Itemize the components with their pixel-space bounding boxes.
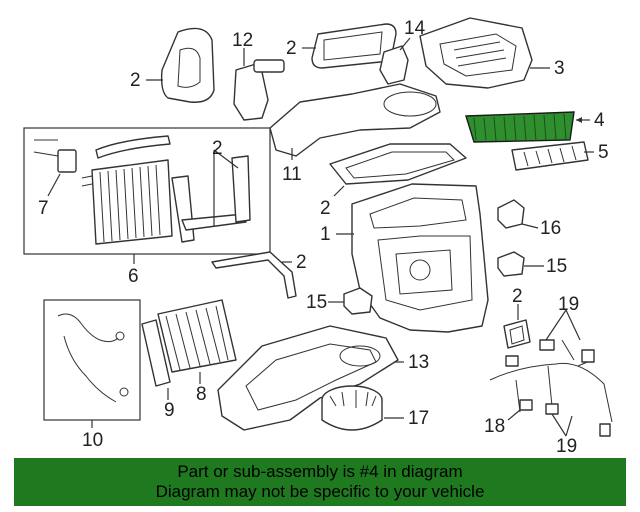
part-4-cabin-air-filter (465, 111, 575, 143)
part-17-blower-motor (321, 385, 383, 431)
callout-19b: 19 (556, 436, 577, 456)
banner-line-2: Diagram may not be specific to your vehi… (155, 482, 485, 501)
callout-6: 6 (128, 266, 139, 287)
callout-2d: 2 (320, 198, 331, 219)
callout-9: 9 (164, 400, 175, 421)
info-banner: Part or sub-assembly is #4 in diagram Di… (14, 458, 626, 506)
callout-15b: 15 (546, 256, 567, 277)
part-14-actuator (379, 45, 409, 85)
part-3-upper-case (419, 17, 533, 89)
callout-16: 16 (540, 218, 561, 239)
callout-8: 8 (196, 384, 207, 405)
callout-10: 10 (82, 430, 103, 451)
part-18-wiring-harness (489, 339, 613, 437)
callout-3: 3 (554, 58, 565, 79)
part-5-filter-door (511, 141, 589, 171)
part-11-duct (269, 83, 441, 157)
part-2-seal-middle (211, 251, 297, 299)
callout-2a: 2 (130, 70, 141, 91)
part-15-actuator-center (343, 287, 373, 315)
callout-7: 7 (38, 198, 49, 219)
callout-2f: 2 (512, 286, 523, 307)
part-6-evaporator-group (23, 127, 271, 255)
part-13-lower-case (217, 325, 399, 431)
callout-1: 1 (320, 224, 331, 245)
callout-12: 12 (232, 30, 253, 51)
part-9-seal (141, 319, 171, 387)
callout-15a: 15 (306, 292, 327, 313)
callout-2c: 2 (212, 138, 223, 159)
callout-2b: 2 (286, 38, 297, 59)
callout-4: 4 (594, 110, 605, 131)
part-2-cover-top-left (160, 27, 215, 103)
hvac-exploded-diagram: 2 12 2 14 3 11 4 5 (23, 17, 613, 456)
callout-5: 5 (598, 142, 609, 163)
part-2-case-seal (329, 143, 467, 185)
part-1-hvac-case (351, 183, 489, 333)
callout-13: 13 (408, 352, 429, 373)
callout-11: 11 (282, 164, 302, 185)
banner-line-1: Part or sub-assembly is #4 in diagram (177, 462, 463, 481)
callout-17: 17 (408, 408, 429, 429)
part-16-actuator (497, 199, 525, 229)
callout-2e: 2 (296, 252, 307, 273)
part-15-actuator-right (497, 251, 525, 277)
part-2-seal-small (503, 319, 531, 349)
part-12-actuator (233, 59, 285, 121)
part-8-heater-core (157, 299, 237, 373)
callout-14: 14 (404, 18, 426, 39)
callout-18: 18 (484, 416, 505, 437)
part-10-hoses (43, 299, 141, 421)
callout-19a: 19 (558, 294, 579, 315)
